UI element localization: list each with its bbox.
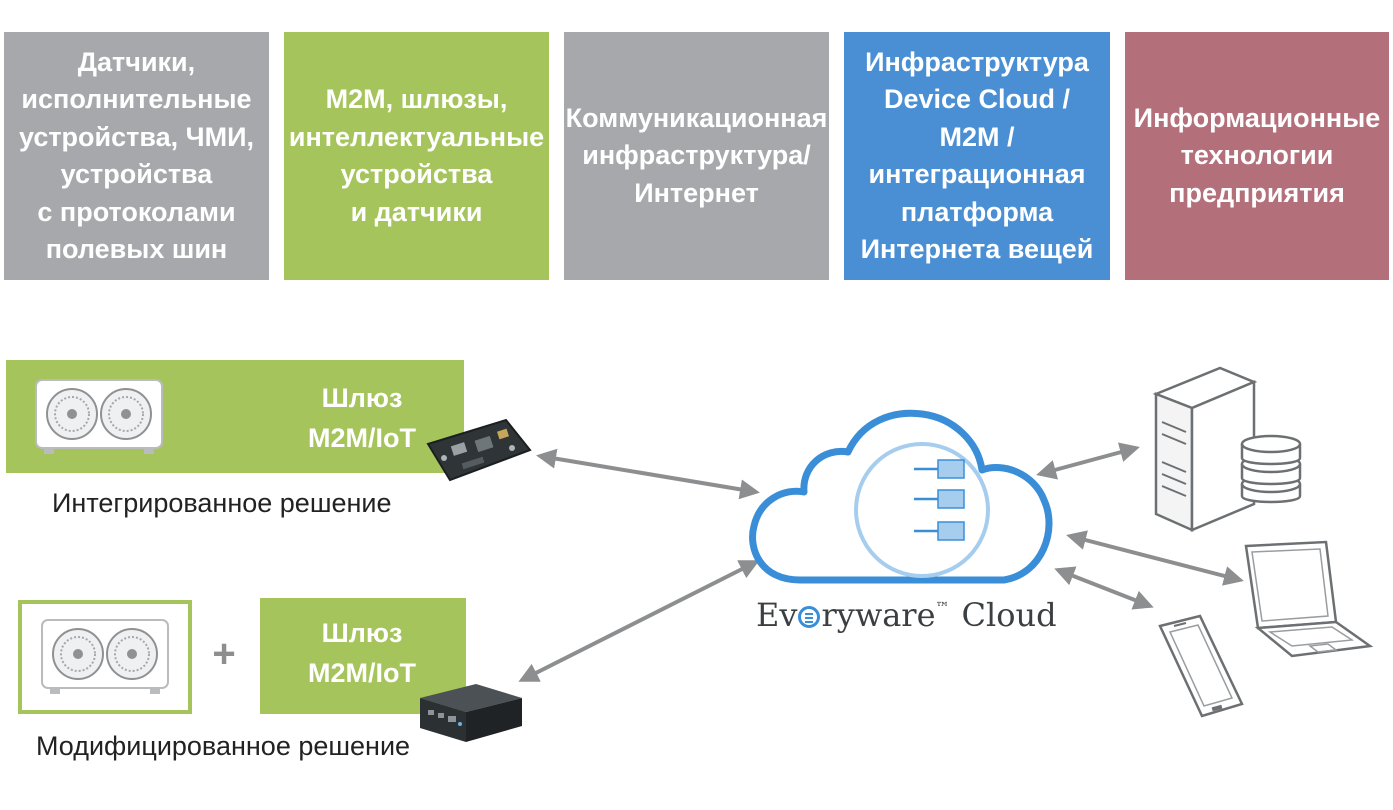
arrow-cloud-to-laptop bbox=[1066, 530, 1244, 586]
category-communication: Коммуникационная инфраструктура/ Интерне… bbox=[564, 32, 829, 280]
brand-prefix: Ev bbox=[756, 596, 798, 634]
gateway-box-icon bbox=[420, 684, 522, 742]
brand-logo-mark bbox=[798, 606, 821, 628]
modified-gateway-panel bbox=[260, 598, 466, 714]
server-tower-icon bbox=[1152, 366, 1258, 532]
arrow-cloud-to-server bbox=[1036, 442, 1140, 480]
cloud-icon bbox=[749, 409, 1053, 584]
database-icon bbox=[1240, 434, 1302, 504]
plus-icon: + bbox=[212, 632, 236, 676]
arrow-cloud-to-phone bbox=[1054, 566, 1154, 610]
category-gateways-label: M2M, шлюзы, интеллектуальные устройства … bbox=[288, 84, 545, 227]
integrated-gateway-label: Шлюз M2M/IoT bbox=[308, 383, 416, 453]
arrow-modified-to-cloud bbox=[518, 560, 760, 682]
everyware-cloud-brand: Ev ryware ™ Cloud bbox=[756, 596, 1057, 640]
category-sensors-label: Датчики, исполнительные устройства, ЧМИ,… bbox=[18, 46, 255, 265]
brand-suffix: ryware bbox=[821, 596, 936, 634]
mobile-phone-icon bbox=[1158, 614, 1244, 718]
category-communication-label: Коммуникационная инфраструктура/ Интерне… bbox=[565, 102, 828, 208]
arrow-integrated-to-cloud bbox=[536, 448, 760, 500]
modified-solution-caption: Модифицированное решение bbox=[36, 731, 411, 761]
gateway-board-icon bbox=[426, 418, 532, 482]
modified-gateway-label: Шлюз M2M/IoT bbox=[308, 618, 416, 688]
category-sensors: Датчики, исполнительные устройства, ЧМИ,… bbox=[4, 32, 269, 280]
category-enterprise-it-label: Информационные технологии предприятия bbox=[1133, 102, 1381, 208]
brand-cloud-word: Cloud bbox=[961, 596, 1057, 634]
brand-trademark: ™ bbox=[935, 600, 950, 616]
category-gateways: M2M, шлюзы, интеллектуальные устройства … bbox=[284, 32, 549, 280]
chiller-unit-icon bbox=[35, 379, 163, 454]
integrated-solution-caption: Интегрированное решение bbox=[52, 488, 392, 518]
category-device-cloud: Инфраструктура Device Cloud / M2M / инте… bbox=[844, 32, 1110, 280]
category-device-cloud-label: Инфраструктура Device Cloud / M2M / инте… bbox=[860, 46, 1094, 265]
category-enterprise-it: Информационные технологии предприятия bbox=[1125, 32, 1389, 280]
chiller-unit-icon bbox=[41, 619, 169, 694]
laptop-icon bbox=[1244, 540, 1374, 658]
